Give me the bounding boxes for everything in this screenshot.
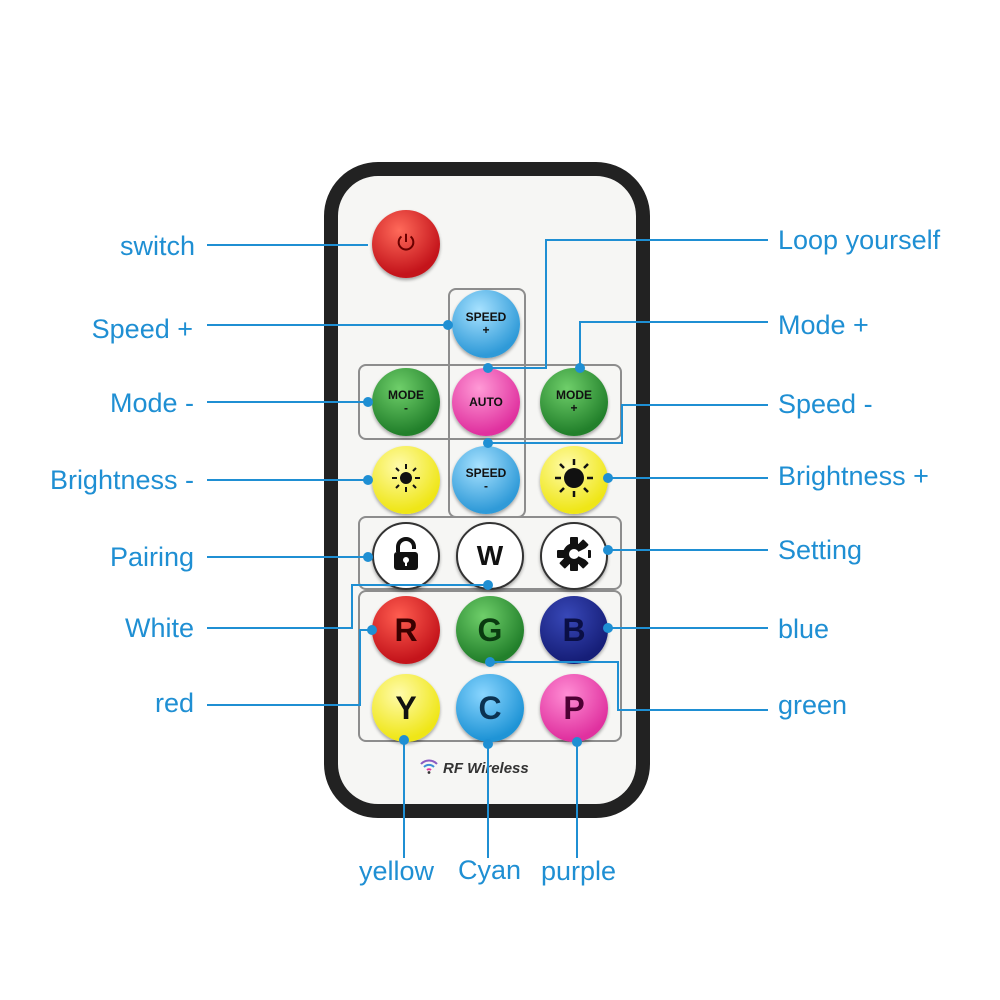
mode-plus-label: MODE <box>556 388 592 402</box>
yellow-label: Y <box>395 690 417 726</box>
power-icon <box>395 231 417 258</box>
purple-label: P <box>563 690 585 726</box>
auto-button[interactable]: AUTO <box>452 368 520 436</box>
blue-label: B <box>562 612 586 648</box>
brightness-plus-button[interactable] <box>540 446 608 514</box>
white-button[interactable]: W <box>456 522 524 590</box>
sun-dim-icon <box>388 460 424 501</box>
mode-minus-button[interactable]: MODE- <box>372 368 440 436</box>
red-button[interactable]: R <box>372 596 440 664</box>
power-button[interactable] <box>372 210 440 278</box>
lock-icon <box>389 536 423 577</box>
blue-button[interactable]: B <box>540 596 608 664</box>
speed-plus-sign: + <box>482 323 490 337</box>
sun-bright-icon <box>552 456 596 505</box>
pairing-button[interactable] <box>372 522 440 590</box>
callout-blue: blue <box>778 614 830 644</box>
purple-button[interactable]: P <box>540 674 608 742</box>
rf-wireless-brand: RF Wireless <box>420 758 529 778</box>
mode-minus-sign: - <box>404 401 408 415</box>
setting-button[interactable] <box>540 522 608 590</box>
callout-switch: switch <box>119 231 195 261</box>
callout-white: White <box>124 613 194 643</box>
callout-speed-plus: Speed + <box>91 314 193 344</box>
callout-pairing: Pairing <box>109 542 194 572</box>
callout-green: green <box>778 690 848 720</box>
speed-minus-label: SPEED <box>465 466 507 480</box>
mode-minus-label: MODE <box>388 388 424 402</box>
callout-brightness-minus: Brightness - <box>49 465 194 495</box>
cyan-button[interactable]: C <box>456 674 524 742</box>
callout-cyan: Cyan <box>458 855 522 885</box>
callout-red: red <box>154 688 194 718</box>
callout-speed-minus: Speed - <box>778 389 873 419</box>
yellow-button[interactable]: Y <box>372 674 440 742</box>
mode-plus-sign: + <box>570 401 578 415</box>
callout-brightness-plus: Brightness + <box>778 461 929 491</box>
red-label: R <box>394 612 418 648</box>
callout-purple: purple <box>541 856 617 886</box>
brand-text: RF Wireless <box>443 759 529 777</box>
callout-mode-plus: Mode + <box>778 310 869 340</box>
brightness-minus-button[interactable] <box>372 446 440 514</box>
white-label: W <box>476 540 504 571</box>
speed-plus-button[interactable]: SPEED+ <box>452 290 520 358</box>
callout-mode-minus: Mode - <box>109 388 194 418</box>
callout-setting: Setting <box>778 535 863 565</box>
green-button[interactable]: G <box>456 596 524 664</box>
green-label: G <box>477 612 503 648</box>
wifi-icon <box>420 758 438 778</box>
speed-minus-sign: - <box>484 479 488 493</box>
callout-yellow: yellow <box>359 856 435 886</box>
mode-plus-button[interactable]: MODE+ <box>540 368 608 436</box>
gear-icon <box>555 535 593 578</box>
callout-loop-yourself: Loop yourself <box>778 225 941 255</box>
auto-label: AUTO <box>469 394 503 409</box>
speed-minus-button[interactable]: SPEED- <box>452 446 520 514</box>
cyan-label: C <box>478 690 502 726</box>
